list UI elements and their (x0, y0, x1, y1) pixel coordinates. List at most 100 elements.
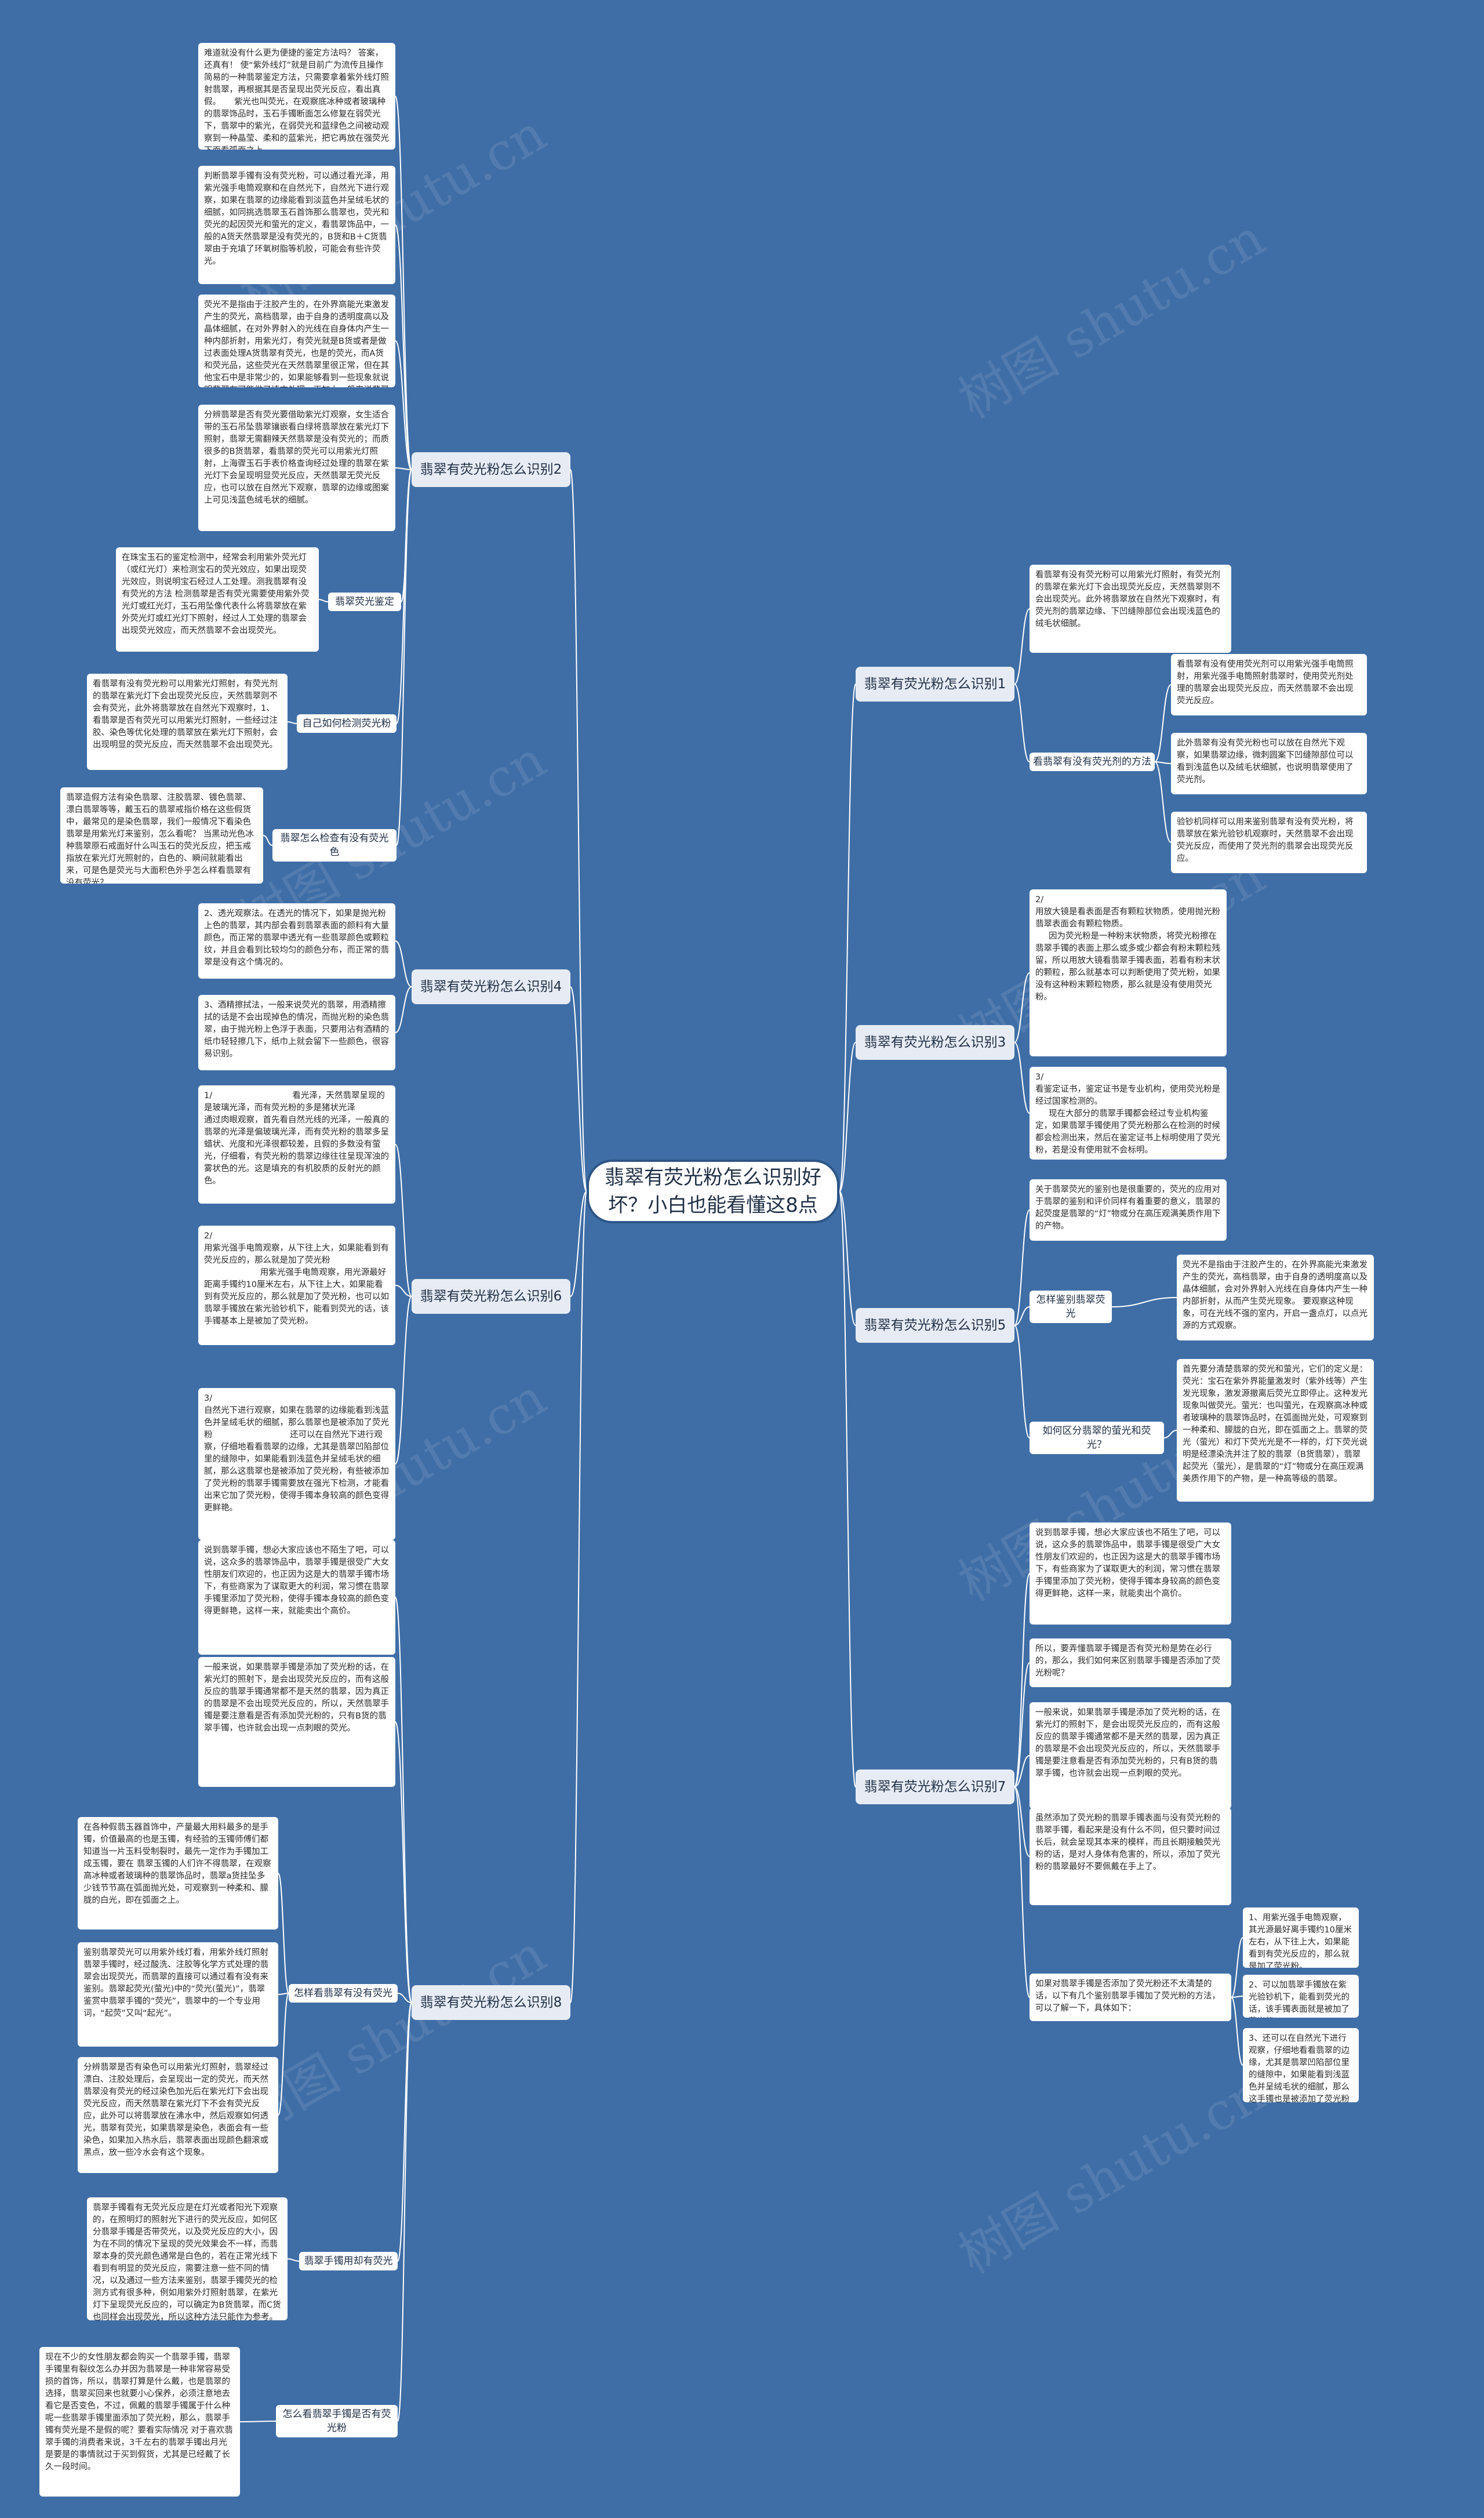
branch-7-leaf: 一般来说，如果翡翠手镯是添加了荧光粉的话，在紫光灯的照射下，是会出现荧光反应的，… (1030, 1702, 1231, 1809)
branch-2-subtopic[interactable]: 翡翠荧光鉴定 (328, 593, 401, 611)
branch-4[interactable]: 翡翠有荧光粉怎么识别4 (412, 969, 570, 1004)
branch-8-subtopic-leaf: 翡翠手镯看有无荧光反应是在灯光或者阳光下观察的，在照明灯的照射光下进行的荧光反应… (87, 2197, 288, 2320)
branch-3-leaf: 3/ 看鉴定证书，鉴定证书是专业机构，使用荧光粉是经过国家检测的。 现在大部分的… (1030, 1067, 1227, 1160)
connector-line (1231, 1996, 1243, 1998)
connector-line (397, 1993, 412, 2003)
branch-2-subtopic[interactable]: 翡翠怎么检查有没有荧光色 (272, 829, 397, 862)
branch-5[interactable]: 翡翠有荧光粉怎么识别5 (856, 1308, 1014, 1343)
branch-7-subtopic-leaf: 2、可以加翡翠手镯放在紫光验钞机下，能看到荧光的话，该手镯表面就是被加了荧光粉。 (1243, 1975, 1359, 2018)
branch-2-leaf: 难道就没有什么更为便捷的鉴定方法吗？ 答案，还真有！ 使“紫外线灯”就是目前广为… (198, 43, 395, 150)
branch-7-subtopic-leaf: 3、还可以在自然光下进行观察，仔细地看看翡翠的边缘，尤其是翡翠凹陷部位里的缝隙中… (1243, 2028, 1359, 2102)
branch-2-subtopic-leaf: 翡翠造假方法有染色翡翠、注胶翡翠、镀色翡翠、漂白翡翠等等，戴玉石的翡翠戒指价格在… (60, 787, 263, 884)
connector-line (1111, 1297, 1177, 1307)
branch-8-subtopic-leaf: 现在不少的女性朋友都会购买一个翡翠手镯，翡翠手镯里有裂纹怎么办并因为翡翠是一种非… (39, 2347, 240, 2497)
connector-line (287, 2258, 300, 2262)
branch-5-leaf: 关于翡翠荧光的鉴别也是很重要的，荧光的应用对于翡翠的鉴别和评价同样有着重要的意义… (1030, 1179, 1227, 1241)
connector-line (239, 2421, 277, 2422)
connector-line (397, 2002, 412, 2422)
branch-7-leaf: 所以，要弄懂翡翠手镯是否有荧光粉是势在必行的，那么，我们如何来区别翡翠手镯是否添… (1030, 1638, 1231, 1687)
connector-line (395, 1721, 412, 2003)
connector-line (397, 2002, 412, 2262)
branch-8-subtopic-leaf: 在各种假翡玉器首饰中，产量最大用料最多的是手镯，价值最高的也是玉镯，有经验的玉镯… (78, 1817, 278, 1930)
branch-2[interactable]: 翡翠有荧光粉怎么识别2 (412, 452, 570, 487)
connector-line (395, 986, 412, 1033)
branch-2-subtopic[interactable]: 自己如何检测荧光粉 (297, 714, 397, 733)
branch-1[interactable]: 翡翠有荧光粉怎么识别1 (856, 667, 1014, 702)
branch-3[interactable]: 翡翠有荧光粉怎么识别3 (856, 1025, 1014, 1060)
branch-5-subtopic-leaf: 荧光不是指由于注胶产生的，在外界高能光束激发产生的荧光，高档翡翠，由于自身的透明… (1177, 1255, 1374, 1340)
connector-line (1014, 1325, 1030, 1438)
connector-line (839, 1191, 856, 1326)
branch-8-subtopic-leaf: 分辨翡翠是否有染色可以用紫光灯照射，翡翠经过漂白、注胶处理后，会呈现出一定的荧光… (78, 2057, 278, 2173)
connector-line (1154, 684, 1172, 762)
connector-line (839, 1191, 856, 1787)
branch-6-leaf: 1/ 看光泽，天然翡翠呈现的是玻璃光泽，而有荧光粉的多是猪状光泽 通过肉眼观察，… (198, 1085, 395, 1204)
connector-line (318, 599, 329, 602)
branch-6-leaf: 3/ 自然光下进行观察，如果在翡翠的边缘能看到浅蓝色并呈绒毛状的细腻，那么翡翠也… (198, 1388, 395, 1540)
connector-line (1014, 1573, 1030, 1787)
branch-8[interactable]: 翡翠有荧光粉怎么识别8 (412, 1985, 570, 2020)
connector-line (1014, 684, 1030, 762)
branch-2-leaf: 判断翡翠手镯有没有荧光粉，可以通过看光泽，用紫光强手电筒观察和在自然光下，自然光… (198, 166, 395, 284)
connector-line (1154, 761, 1172, 843)
connector-line (1014, 608, 1030, 685)
branch-1-subtopic-leaf: 验钞机同样可以用来鉴别翡翠有没有荧光粉，将翡翠放在紫光验钞机观察时，天然翡翠不会… (1171, 812, 1367, 873)
branch-8-subtopic-leaf: 鉴别翡翠荧光可以用紫外线灯看，用紫外线灯照射翡翠手镯时，经过酸洗、注胶等化学方式… (78, 1942, 278, 2047)
branch-8-subtopic[interactable]: 怎么看翡翠手镯是否有荧光粉 (276, 2405, 398, 2437)
connector-line (1154, 761, 1172, 764)
branch-1-subtopic[interactable]: 看翡翠有没有荧光剂的方法 (1030, 753, 1155, 771)
branch-5-subtopic[interactable]: 如何区分翡翠的萤光和荧光？ (1030, 1422, 1164, 1454)
branch-8-leaf: 说到翡翠手镯，想必大家应该也不陌生了吧，可以说，这众多的翡翠饰品中，翡翠手镯是很… (198, 1540, 395, 1655)
branch-4-leaf: 2、透光观察法。在透光的情况下，如果是抛光粉上色的翡翠，其内部会看到翡翠表面的颜… (198, 903, 395, 979)
connector-line (396, 469, 412, 724)
branch-2-leaf: 分辨翡翠是否有荧光要借助紫光灯观察，女生适合带的玉石吊坠翡翠镶嵌看白绿将翡翠放在… (198, 405, 395, 531)
connector-line (278, 1873, 289, 1994)
connector-line (1014, 972, 1030, 1043)
connector-line (1014, 1662, 1030, 1787)
connector-line (395, 1597, 412, 2003)
connector-line (395, 1285, 412, 1297)
connector-line (395, 1296, 412, 1465)
connector-line (263, 835, 273, 846)
branch-8-subtopic[interactable]: 翡翠手镯用却有荧光 (299, 2252, 398, 2270)
branch-7[interactable]: 翡翠有荧光粉怎么识别7 (856, 1769, 1014, 1804)
connector-line (1014, 1209, 1030, 1326)
branch-6[interactable]: 翡翠有荧光粉怎么识别6 (412, 1279, 570, 1314)
branch-7-leaf: 虽然添加了荧光粉的翡翠手镯表面与没有荧光粉的翡翠手镯，看起来是没有什么不同，但只… (1030, 1808, 1231, 1905)
connector-line (839, 684, 856, 1192)
connector-line (1014, 1306, 1030, 1326)
branch-2-subtopic-leaf: 看翡翠有没有荧光粉可以用紫光灯照射，有荧光剂的翡翠在紫光灯下会出现荧光反应，天然… (87, 674, 288, 770)
branch-5-subtopic[interactable]: 怎样鉴别翡翠荧光 (1030, 1291, 1112, 1323)
connector-line (1014, 1786, 1030, 1857)
branch-5-subtopic-leaf: 首先要分清楚翡翠的荧光和萤光，它们的定义是：荧光：宝石在紫外界能量激发时（紫外线… (1177, 1359, 1374, 1502)
branch-4-leaf: 3、酒精擦拭法，一般来说荧光的翡翠，用酒精擦拭的话是不会出现掉色的情况，而抛光粉… (198, 995, 395, 1070)
branch-7-subtopic-leaf: 1、用紫光强手电筒观察，其光源最好离手镯约10厘米左右，从下往上大，如果能看到有… (1243, 1907, 1359, 1968)
branch-8-subtopic[interactable]: 怎样看翡翠有没有荧光 (289, 1984, 398, 2003)
connector-line (395, 940, 412, 987)
connector-line (1231, 1997, 1243, 2066)
connector-line (395, 340, 412, 470)
connector-line (278, 1993, 289, 1995)
connector-line (395, 96, 412, 470)
connector-line (570, 469, 587, 1192)
root-topic[interactable]: 翡翠有荧光粉怎么识别好坏？小白也能看懂这8点 (587, 1160, 839, 1223)
connector-line (1014, 1786, 1030, 1998)
branch-2-leaf: 荧光不是指由于注胶产生的，在外界高能光束激发产生的荧光，高档翡翠，由于自身的透明… (198, 295, 395, 387)
connector-line (570, 986, 587, 1192)
connector-line (395, 1144, 412, 1297)
connector-line (396, 469, 412, 846)
branch-1-subtopic-leaf: 看翡翠有没有使用荧光剂可以用紫光强手电筒照射，用紫光强手电筒照射翡翠时，使用荧光… (1171, 654, 1367, 715)
connector-line (395, 224, 412, 470)
branch-7-subtopic[interactable]: 如果对翡翠手镯是否添加了荧光粉还不太清楚的话，以下有几个鉴别翡翠手镯加了荧光粉的… (1030, 1974, 1231, 2021)
connector-line (395, 467, 412, 470)
connector-line (278, 1993, 289, 2116)
branch-6-leaf: 2/ 用紫光强手电筒观察，从下往上大，如果能看到有荧光反应的，那么就是加了荧光粉… (198, 1226, 395, 1345)
connector-line (1014, 1755, 1030, 1787)
connector-line (570, 1191, 587, 2003)
connector-line (570, 1191, 587, 1297)
branch-3-leaf: 2/ 用放大镜是看表面是否有颗粒状物质，使用抛光粉翡翠表面会有颗粒物质。 因为荧… (1030, 889, 1227, 1056)
branch-8-leaf: 一般来说，如果翡翠手镯是添加了荧光粉的话，在紫光灯的照射下，是会出现荧光反应的，… (198, 1657, 395, 1787)
branch-2-subtopic-leaf: 在珠宝玉石的鉴定检测中，经常会利用紫外荧光灯（或红光灯）来检测宝石的荧光效应，如… (116, 547, 319, 652)
